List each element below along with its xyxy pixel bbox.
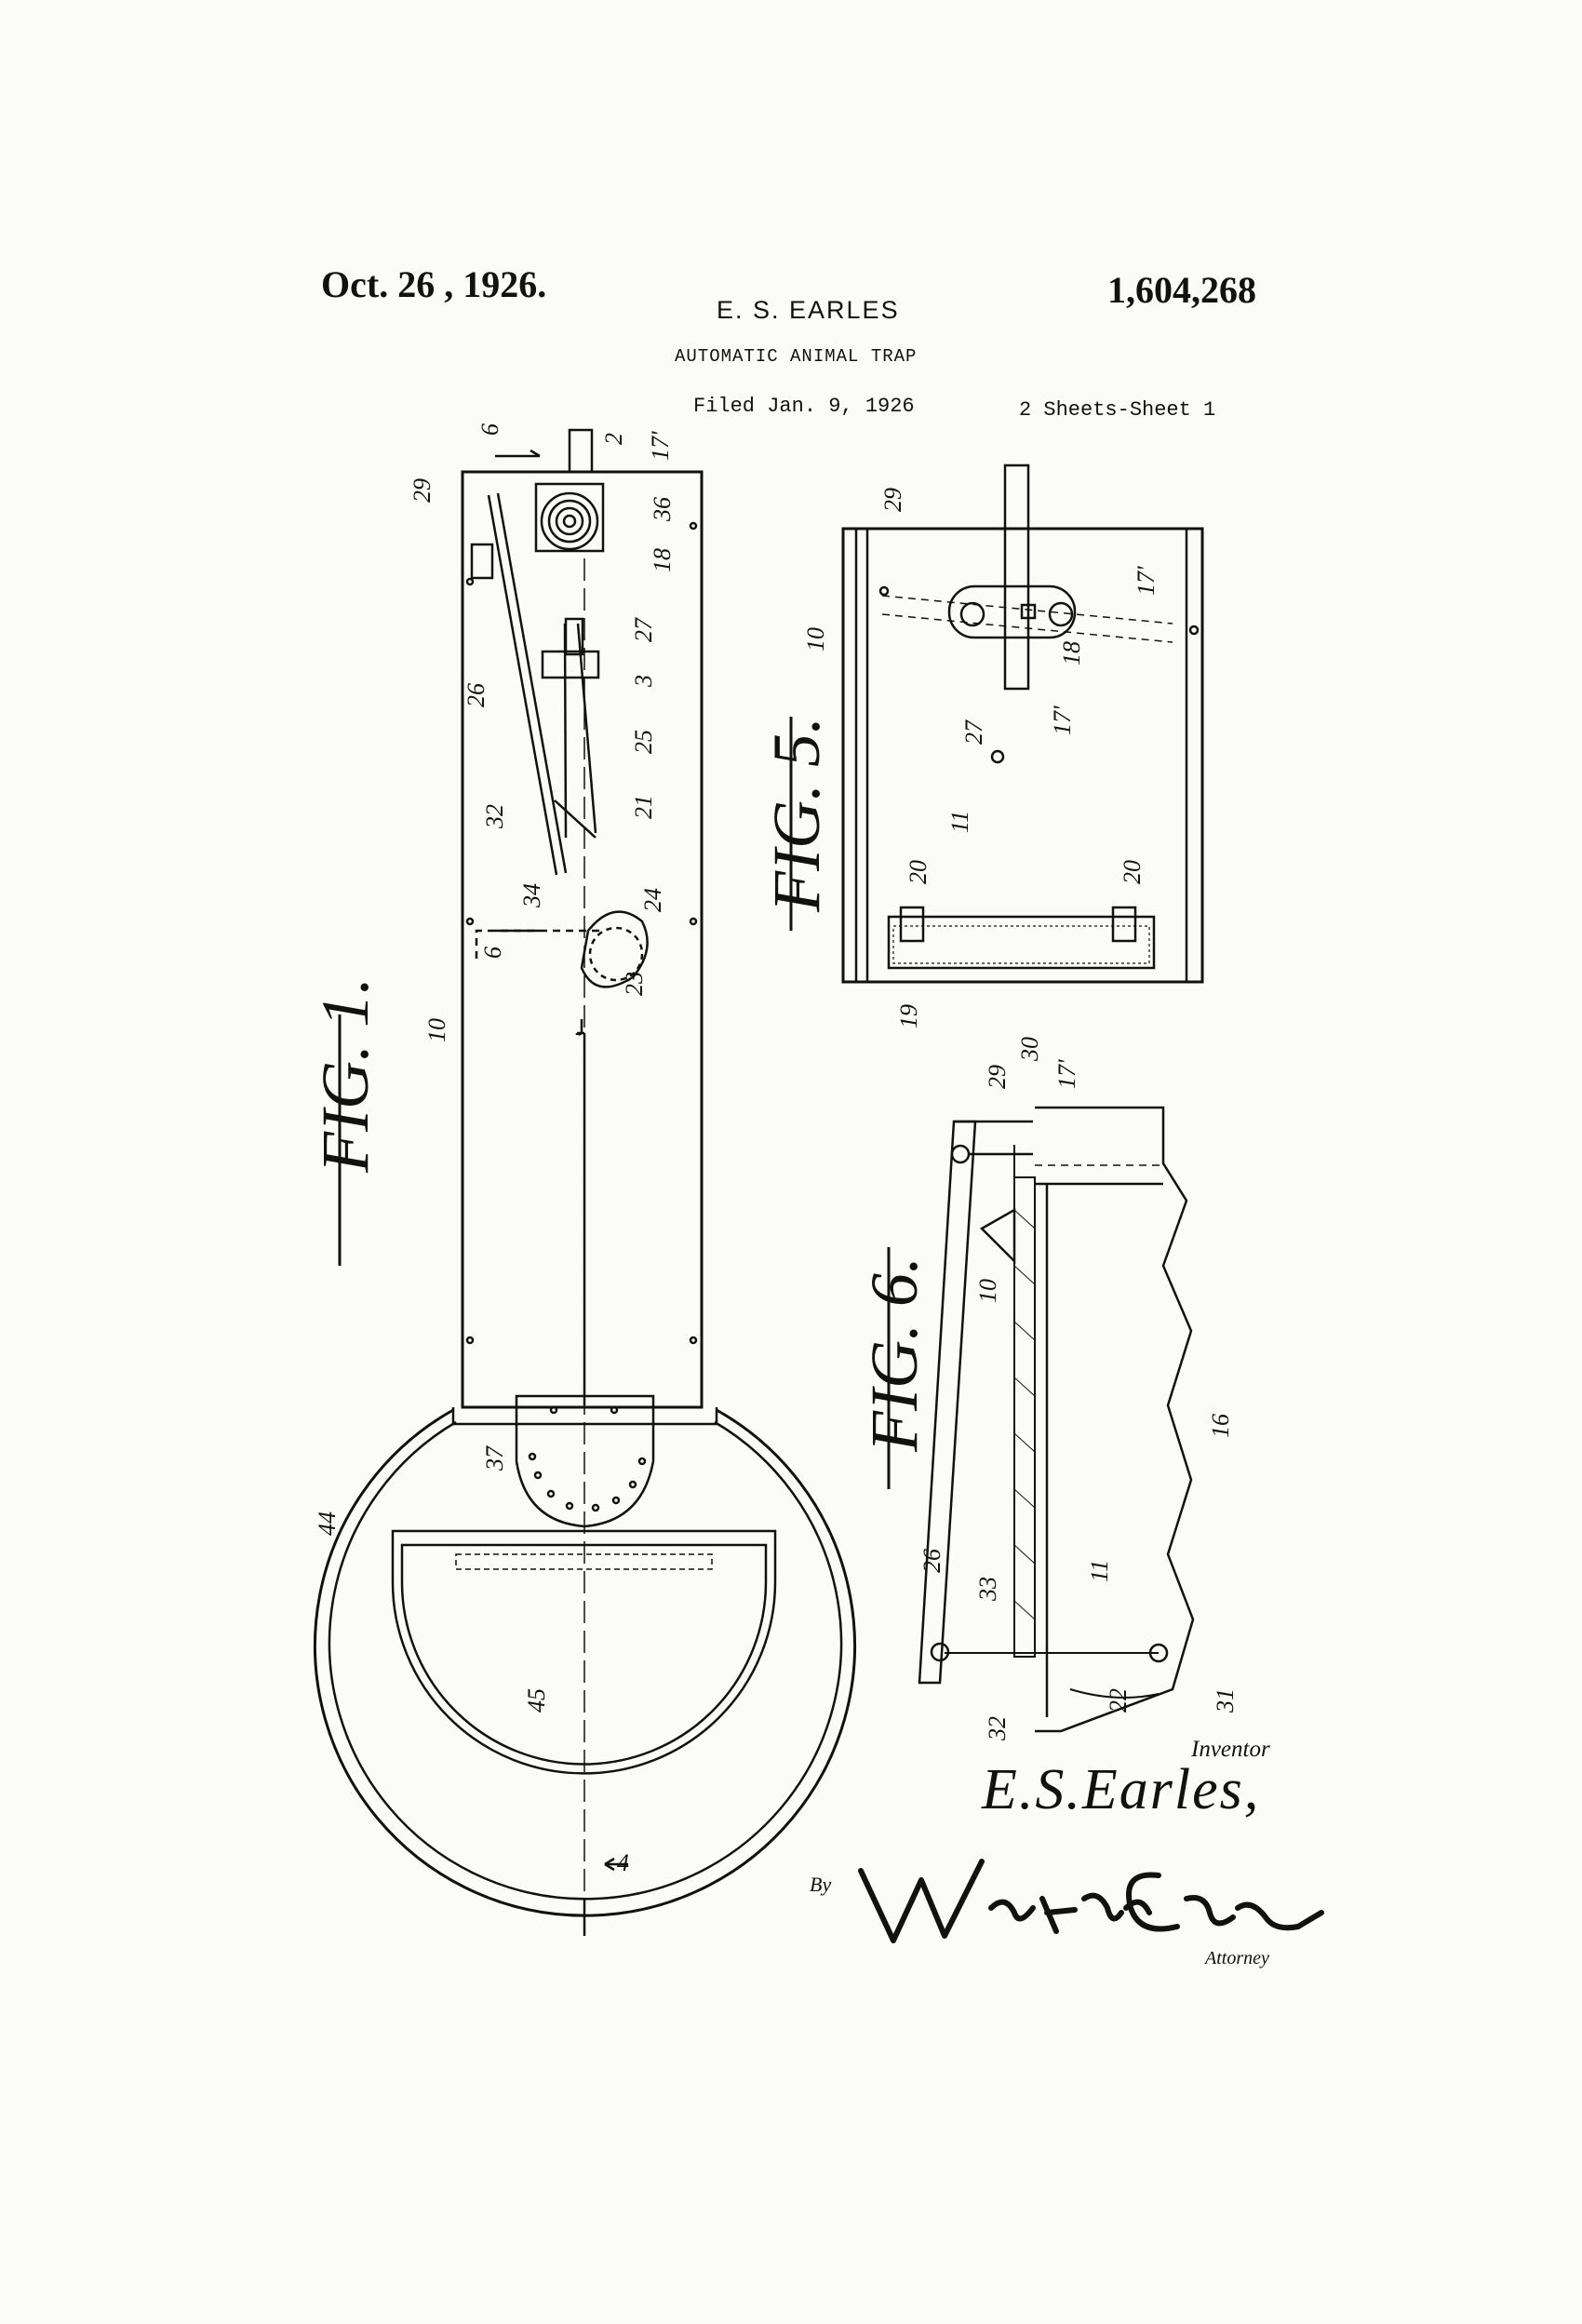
ref-17-prime-top: 17'	[647, 431, 674, 461]
ref-6-bottom: 6	[479, 947, 506, 959]
figure-6	[918, 1106, 1195, 1733]
ref-32-fig6: 32	[984, 1716, 1011, 1741]
ref-10-fig5: 10	[802, 627, 829, 652]
ref-19: 19	[895, 1004, 922, 1028]
ref-37: 37	[481, 1445, 508, 1471]
attorney-signature	[858, 1859, 1324, 1943]
ref-34: 34	[518, 883, 545, 908]
patent-title: AUTOMATIC ANIMAL TRAP	[675, 346, 918, 367]
sheet-count: 2 Sheets-Sheet 1	[1019, 398, 1216, 422]
ref-27-fig5: 27	[960, 719, 987, 745]
ref-26-fig6: 26	[918, 1549, 945, 1573]
patent-number: 1,604,268	[1107, 269, 1256, 311]
by-label: By	[810, 1873, 832, 1896]
inventor-heading: E. S. EARLES	[717, 296, 900, 324]
ref-4: 4	[617, 1849, 629, 1876]
figure-1	[314, 428, 856, 1936]
ref-17-prime-fig5-b: 17'	[1049, 705, 1076, 735]
ref-44: 44	[314, 1511, 341, 1536]
ref-20-right: 20	[1119, 860, 1146, 884]
ref-10-fig6: 10	[974, 1279, 1001, 1303]
figure-labels: FIG. 1. FIG. 5. FIG. 6.	[308, 717, 932, 1453]
fig-1-label: FIG. 1.	[308, 977, 382, 1174]
ref-10-fig1: 10	[423, 1018, 450, 1042]
ref-30: 30	[1016, 1037, 1043, 1062]
ref-11-fig6: 11	[1086, 1560, 1113, 1582]
figure-5	[841, 463, 1204, 984]
ref-29-fig6: 29	[984, 1065, 1011, 1089]
ref-17-prime-fig6: 17'	[1053, 1059, 1080, 1089]
ref-33: 33	[974, 1577, 1001, 1602]
ref-11-fig5: 11	[946, 811, 973, 833]
ref-20-left: 20	[905, 860, 932, 884]
patent-date: Oct. 26 , 1926.	[321, 263, 547, 305]
ref-24: 24	[639, 888, 666, 912]
ref-27: 27	[630, 617, 657, 642]
ref-3: 3	[630, 675, 657, 688]
ref-32: 32	[481, 804, 508, 829]
inventor-signature: E.S.Earles,	[982, 1758, 1261, 1821]
ref-16: 16	[1207, 1414, 1234, 1438]
ref-22: 22	[1105, 1688, 1132, 1713]
ref-36: 36	[649, 497, 676, 522]
ref-2: 2	[600, 433, 627, 445]
ref-25: 25	[630, 730, 657, 754]
fig-5-label: FIG. 5.	[759, 717, 834, 913]
ref-18: 18	[649, 548, 676, 572]
filed-date: Filed Jan. 9, 1926	[693, 395, 915, 418]
ref-23: 23	[621, 972, 648, 996]
ref-45: 45	[523, 1688, 550, 1713]
reference-numerals: 6 2 17' 29 36 18 27 3 26 25 21 32 34 24 …	[314, 423, 1239, 1876]
inventor-label: Inventor	[1191, 1737, 1270, 1762]
ref-31: 31	[1212, 1688, 1239, 1713]
ref-18-fig5: 18	[1058, 641, 1085, 665]
ref-29: 29	[409, 478, 436, 503]
ref-17-prime-fig5-a: 17'	[1133, 566, 1160, 596]
ref-21: 21	[630, 795, 657, 819]
attorney-label: Attorney	[1205, 1948, 1269, 1968]
ref-29-fig5: 29	[879, 488, 906, 512]
ref-6-top: 6	[476, 423, 503, 436]
fig-6-label: FIG. 6.	[857, 1256, 932, 1453]
ref-26: 26	[463, 683, 489, 707]
